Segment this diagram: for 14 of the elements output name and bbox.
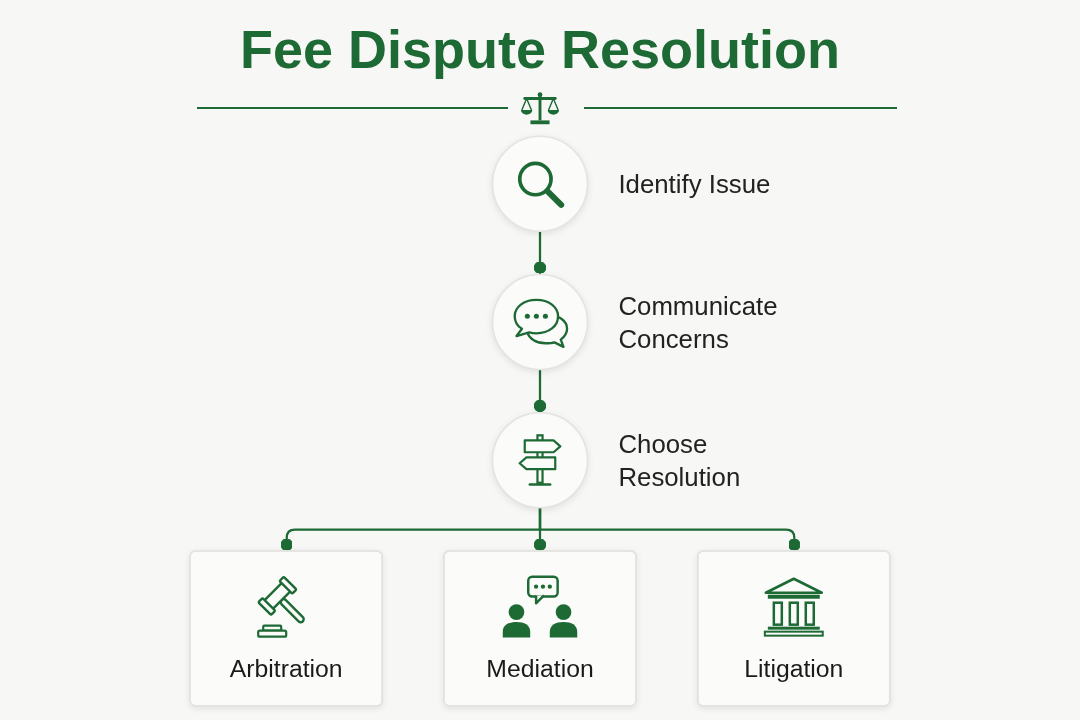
connector-line	[533, 231, 547, 275]
option-label: Mediation	[486, 654, 594, 682]
option-card	[697, 550, 891, 707]
option-card	[189, 550, 383, 707]
step-label: Identify Issue	[618, 168, 771, 201]
option-label: Arbitration	[229, 654, 343, 682]
option-card	[443, 550, 637, 707]
step-label: Choose Resolution	[618, 428, 742, 494]
option-label: Litigation	[744, 654, 844, 682]
step-circle	[491, 135, 589, 232]
title: Fee Dispute Resolution	[239, 18, 841, 80]
connector-line	[533, 369, 547, 413]
step-label: Communicate Concerns	[618, 290, 779, 355]
connector-line	[538, 507, 801, 552]
